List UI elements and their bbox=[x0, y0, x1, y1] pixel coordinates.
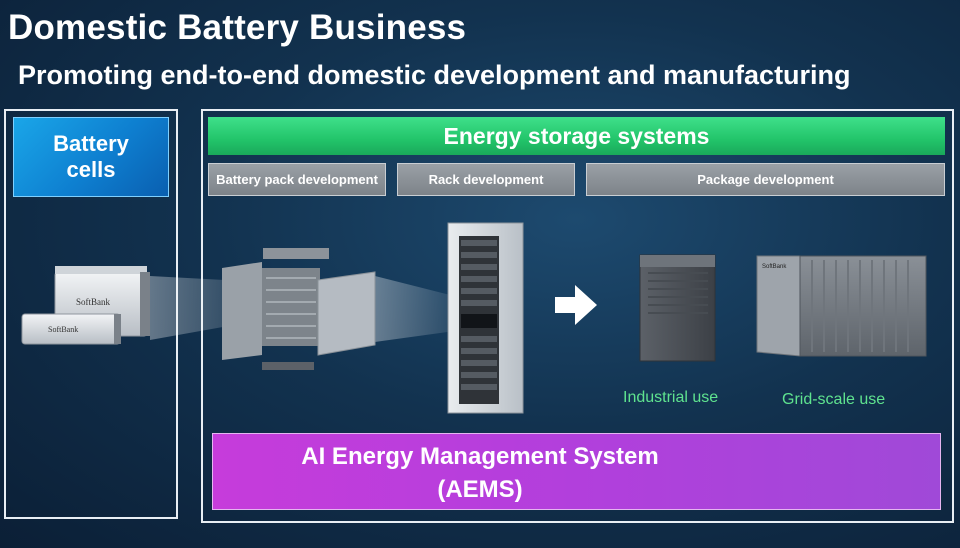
energy-storage-banner: Energy storage systems bbox=[208, 117, 945, 155]
page-subtitle: Promoting end-to-end domestic developmen… bbox=[18, 60, 851, 90]
grid-scale-use-caption: Grid-scale use bbox=[782, 391, 886, 408]
right-arrow-icon bbox=[555, 285, 597, 325]
battery-cells-label-line2: cells bbox=[66, 157, 116, 182]
aems-banner bbox=[212, 433, 941, 510]
cell-brand-label-small: SoftBank bbox=[48, 325, 79, 334]
stage-battery-pack: Battery pack development bbox=[208, 163, 386, 196]
battery-cells-label-line1: Battery bbox=[53, 131, 129, 156]
aems-title-line1: AI Energy Management System bbox=[301, 443, 659, 470]
industrial-use-caption: Industrial use bbox=[623, 389, 719, 406]
battery-cells-label-box: Battery cells bbox=[13, 117, 169, 197]
page-title: Domestic Battery Business bbox=[8, 8, 467, 47]
stage-package: Package development bbox=[586, 163, 945, 196]
aems-title: AI Energy Management System (AEMS) bbox=[250, 440, 710, 506]
cell-brand-label: SoftBank bbox=[76, 297, 111, 307]
stage-rack: Rack development bbox=[397, 163, 575, 196]
aems-title-line2: (AEMS) bbox=[437, 476, 523, 503]
container-brand-label: SoftBank bbox=[762, 264, 787, 270]
